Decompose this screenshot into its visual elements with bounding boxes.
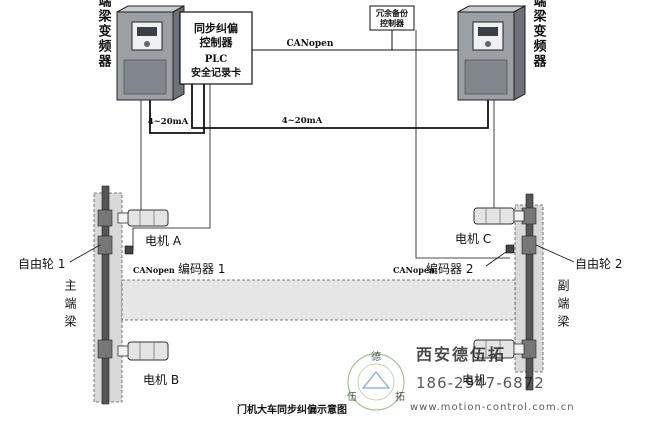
controller-title-2: 控制器 xyxy=(200,35,234,49)
encoder-1-label: 编码器 1 xyxy=(178,261,225,276)
wiring xyxy=(132,30,510,259)
free-wheel-2-leader xyxy=(535,244,575,263)
free-wheel-1-leader xyxy=(69,244,101,263)
canopen-top-label: CANopen xyxy=(287,39,334,49)
motor-a xyxy=(117,209,169,227)
main-girder xyxy=(121,279,516,321)
svg-text:德: 德 xyxy=(371,350,381,363)
free-wheel-2-label: 自由轮 2 xyxy=(575,257,622,271)
main-beam-label: 主端梁 xyxy=(63,279,77,333)
main-inverter xyxy=(116,5,185,101)
main-inverter-label: 主端梁变频器 xyxy=(96,0,113,69)
diagram-caption: 门机大车同步纠偏示意图 xyxy=(237,403,347,416)
watermark-phone: 186-2947-6872 xyxy=(416,374,545,392)
backup-line-2: 控制器 xyxy=(380,18,405,28)
svg-text:伍: 伍 xyxy=(347,391,357,403)
secondary-end-beam xyxy=(514,193,544,391)
encoder-2-label: 编码器 2 xyxy=(426,261,473,276)
secondary-inverter xyxy=(457,5,526,101)
motor-b xyxy=(117,341,169,361)
controller-card: 安全记录卡 xyxy=(191,66,241,79)
encoder-1-icon xyxy=(124,245,134,255)
encoder-2-icon xyxy=(505,244,515,254)
encoder-2-canopen: CANopen xyxy=(393,265,435,275)
motor-d-label: 电机 xyxy=(462,373,486,387)
encoder-2-leader xyxy=(485,251,507,267)
controller-plc: PLC xyxy=(205,54,228,65)
current-right-label: 4~20mA xyxy=(282,116,323,126)
motor-a-label: 电机 A xyxy=(145,234,182,248)
encoder-1-canopen: CANopen xyxy=(133,265,175,275)
current-left-label: 4~20mA xyxy=(148,117,189,127)
motor-b-label: 电机 B xyxy=(143,373,179,387)
watermark-company: 西安德伍拓 xyxy=(416,345,506,364)
main-end-beam xyxy=(93,185,123,405)
motor-c xyxy=(473,207,525,225)
secondary-inverter-label: 副端梁变频器 xyxy=(531,0,548,69)
backup-line-1: 冗余备份 xyxy=(375,8,409,18)
motor-d xyxy=(473,339,525,359)
controller-title-1: 同步纠偏 xyxy=(194,21,238,35)
watermark-seal: 德 伍 拓 xyxy=(347,350,405,411)
secondary-beam-label: 副端梁 xyxy=(556,279,570,333)
watermark-url: www.motion-control.com.cn xyxy=(410,402,575,413)
motor-c-label: 电机 C xyxy=(455,232,491,246)
svg-text:拓: 拓 xyxy=(395,391,405,403)
backup-controller-box: 冗余备份 控制器 xyxy=(369,5,415,31)
sync-controller-box: 同步纠偏 控制器 PLC 安全记录卡 xyxy=(179,11,253,85)
free-wheel-1-label: 自由轮 1 xyxy=(18,257,65,271)
